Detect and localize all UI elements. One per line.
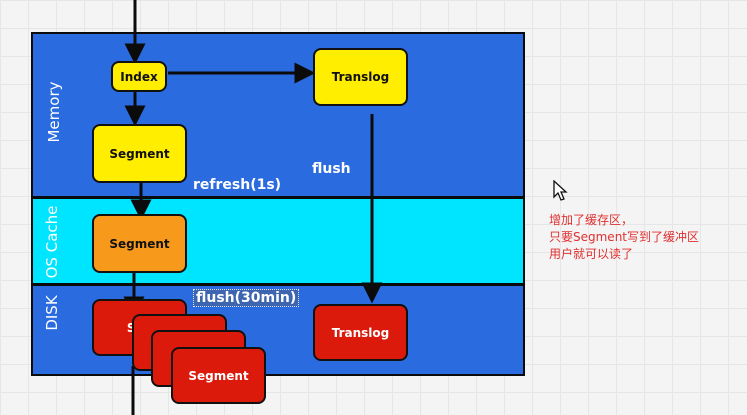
mouse-cursor-icon	[553, 180, 568, 201]
segment-cache-node: Segment	[92, 214, 187, 273]
annotation-line-3: 用户就可以读了	[549, 247, 634, 261]
translog-disk-node: Translog	[313, 304, 408, 361]
translog-memory-node: Translog	[313, 48, 408, 106]
segment-disk-node-4: Segment	[171, 347, 266, 404]
segment-memory-node: Segment	[92, 124, 187, 183]
flush-label: flush	[312, 161, 351, 177]
annotation-line-1: 增加了缓存区，	[549, 213, 634, 227]
index-node: Index	[111, 61, 167, 92]
annotation-note: 增加了缓存区， 只要Segment写到了缓冲区 用户就可以读了	[549, 212, 699, 263]
annotation-line-2: 只要Segment写到了缓冲区	[549, 230, 700, 244]
refresh-label: refresh(1s)	[193, 177, 282, 193]
flush-30min-label[interactable]: flush(30min)	[193, 289, 300, 307]
